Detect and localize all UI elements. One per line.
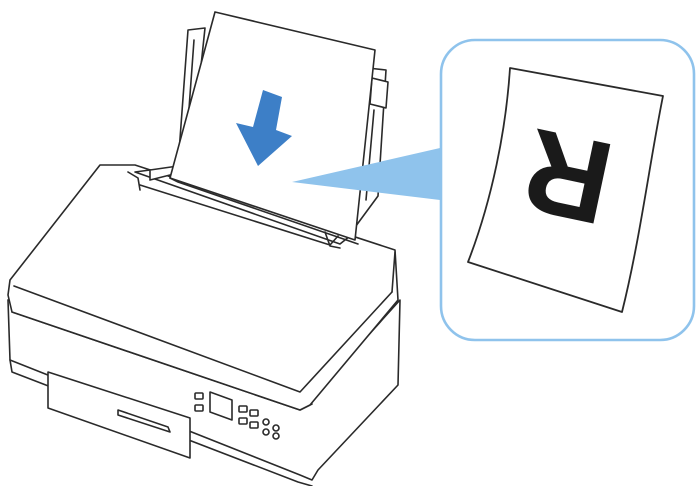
panel-button-8	[272, 432, 280, 440]
panel-button-left-bottom	[194, 404, 204, 412]
operation-panel	[194, 391, 280, 440]
printer	[7, 164, 401, 487]
panel-button-left-top	[194, 392, 204, 400]
paper-guide-tab	[369, 77, 389, 109]
panel-button-2	[249, 409, 259, 417]
down-arrow-icon	[236, 90, 292, 166]
panel-button-3	[238, 417, 248, 425]
callout: R	[439, 38, 696, 342]
panel-display	[209, 391, 233, 421]
callout-pointer	[292, 148, 440, 200]
scanner-lid-inner-edge	[13, 285, 393, 393]
panel-button-6	[262, 428, 270, 436]
paper-sheet-edge	[169, 177, 359, 245]
output-tray-grip	[117, 409, 171, 433]
panel-button-4	[249, 421, 259, 429]
panel-button-5	[262, 418, 270, 426]
feed-slot-right-guide	[324, 231, 341, 249]
feed-slot-left-guide	[127, 171, 141, 191]
scanner-lid-side	[391, 251, 396, 293]
panel-button-1	[238, 405, 248, 413]
callout-paper	[467, 67, 664, 313]
panel-button-7	[272, 424, 280, 432]
